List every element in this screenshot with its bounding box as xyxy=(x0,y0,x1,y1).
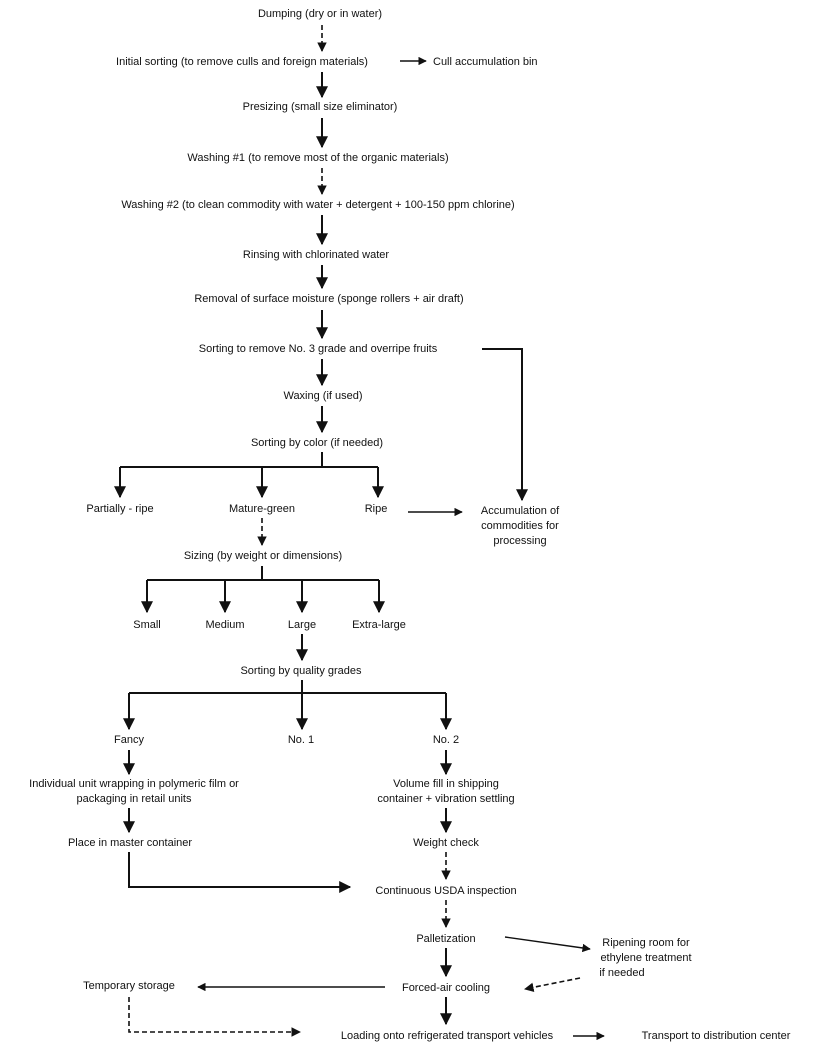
node-sorting-quality: Sorting by quality grades xyxy=(240,665,362,677)
node-loading: Loading onto refrigerated transport vehi… xyxy=(341,1030,554,1042)
node-medium: Medium xyxy=(205,619,244,631)
node-waxing: Waxing (if used) xyxy=(283,390,362,402)
node-presizing: Presizing (small size eliminator) xyxy=(243,101,398,113)
node-washing-1: Washing #1 (to remove most of the organi… xyxy=(187,152,448,164)
node-small: Small xyxy=(133,619,161,631)
node-initial-sorting: Initial sorting (to remove culls and for… xyxy=(116,56,368,68)
node-master-container: Place in master container xyxy=(68,837,192,849)
node-forced-air: Forced-air cooling xyxy=(402,982,490,994)
node-ripening-line1: Ripening room for xyxy=(602,937,690,949)
node-accumulation-line3: processing xyxy=(493,535,546,547)
node-partially-ripe: Partially - ripe xyxy=(86,503,153,515)
node-temporary-storage: Temporary storage xyxy=(83,980,175,992)
node-sorting-grade3: Sorting to remove No. 3 grade and overri… xyxy=(199,343,438,355)
arrow-storage-to-loading xyxy=(128,997,301,1037)
node-transport: Transport to distribution center xyxy=(642,1030,791,1042)
node-weight-check: Weight check xyxy=(413,837,479,849)
node-dumping: Dumping (dry or in water) xyxy=(258,8,382,20)
node-mature-green: Mature-green xyxy=(229,503,295,515)
node-rinsing: Rinsing with chlorinated water xyxy=(243,249,389,261)
node-extra-large: Extra-large xyxy=(352,619,406,631)
node-large: Large xyxy=(288,619,316,631)
node-moisture-removal: Removal of surface moisture (sponge roll… xyxy=(194,293,463,305)
node-sorting-color: Sorting by color (if needed) xyxy=(251,437,383,449)
node-washing-2: Washing #2 (to clean commodity with wate… xyxy=(121,199,514,211)
node-palletization: Palletization xyxy=(416,933,475,945)
node-no2: No. 2 xyxy=(433,734,459,746)
node-cull-bin: Cull accumulation bin xyxy=(433,56,538,68)
node-accumulation-line2: commodities for xyxy=(481,520,559,532)
node-no1: No. 1 xyxy=(288,734,314,746)
node-wrapping-line2: packaging in retail units xyxy=(77,793,192,805)
node-wrapping-line1: Individual unit wrapping in polymeric fi… xyxy=(29,778,239,790)
arrow-master-to-usda xyxy=(128,852,352,893)
node-volume-fill-line1: Volume fill in shipping xyxy=(393,778,499,790)
arrow-sorting3-to-accumulation xyxy=(482,348,528,502)
node-volume-fill-line2: container + vibration settling xyxy=(377,793,514,805)
node-ripening-line3: if needed xyxy=(599,967,644,979)
node-sizing: Sizing (by weight or dimensions) xyxy=(184,550,342,562)
node-accumulation-line1: Accumulation of xyxy=(481,505,560,517)
node-ripe: Ripe xyxy=(365,503,388,515)
node-ripening-line2: ethylene treatment xyxy=(600,952,691,964)
node-fancy: Fancy xyxy=(114,734,144,746)
arrow-palletization-to-ripening xyxy=(504,936,591,953)
node-usda: Continuous USDA inspection xyxy=(375,885,516,897)
arrow-ripening-to-forced-air xyxy=(524,977,581,993)
